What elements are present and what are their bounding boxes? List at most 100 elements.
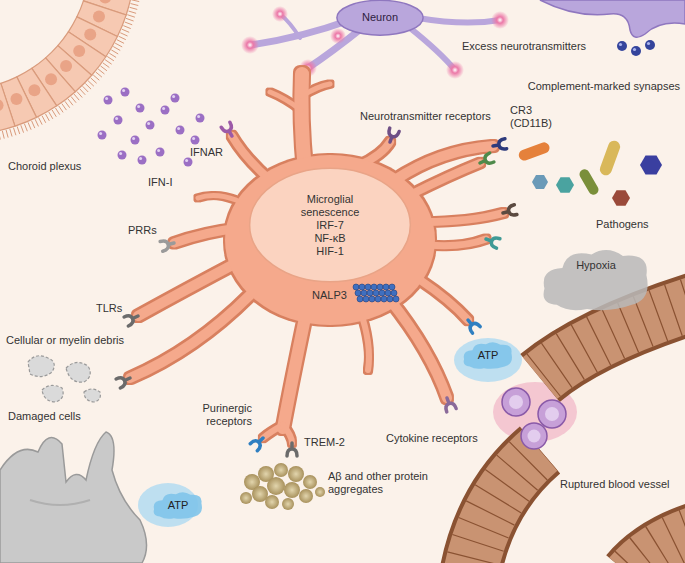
microglia-part-part (425, 213, 503, 222)
ifn-particles-part (121, 88, 130, 97)
protein-aggregates-part (288, 466, 304, 482)
pathogens-part (556, 177, 574, 193)
atp-cloud-fill (154, 492, 202, 519)
label-text: Cellular or myelin debris (6, 334, 124, 347)
ifn-particles-part (115, 117, 118, 120)
nalp3-complex-part (381, 296, 387, 302)
ifn-particles-part (104, 96, 113, 105)
nalp3-complex-part (371, 284, 377, 290)
debris-part (66, 362, 90, 382)
receptors-part (116, 373, 132, 388)
debris-part (84, 389, 100, 402)
ifn-particles-part (156, 148, 165, 157)
blood-cells-part (538, 400, 566, 428)
synapse-glow-part (272, 6, 288, 22)
microglia-part-part (428, 239, 486, 246)
choroid-plexus-part (2, 131, 4, 139)
blood-vessel-part (470, 450, 540, 563)
choroid-plexus-part (125, 22, 132, 25)
microglia-part-part (302, 84, 330, 96)
ifn-particles-part (157, 149, 160, 152)
damaged-cell-part (0, 432, 147, 563)
node-text: ATP (478, 349, 499, 362)
microglia-part-part (420, 280, 468, 320)
receptors-part (385, 128, 399, 144)
atp-cloud: ATP (462, 340, 514, 370)
microglia (130, 74, 503, 443)
ifn-particles-part (185, 159, 188, 162)
dendrite-part (647, 42, 650, 45)
nalp3-complex-part (365, 284, 371, 290)
label-text: Damaged cells (8, 410, 81, 423)
ifn-particles-part (172, 95, 175, 98)
choroid-plexus-part (93, 10, 105, 22)
ifn-particles (98, 88, 205, 167)
node-text-group: Microglial senescenceIRF-7NF-κBHIF-1 (282, 193, 378, 258)
ifn-particles-part (131, 136, 140, 145)
choroid-plexus-part (126, 18, 134, 21)
receptors-part (124, 311, 140, 326)
node-text: ATP (168, 499, 189, 512)
ifn-particles-part (118, 151, 127, 160)
choroid-plexus-part (113, 47, 120, 51)
synapse-glow-part (330, 28, 346, 44)
choroid-plexus-part (28, 122, 31, 129)
nalp3-complex-part (373, 290, 379, 296)
label-text: Excess neurotransmitters (462, 40, 586, 53)
hypoxia-cloud: Hypoxia (540, 245, 652, 313)
choroid-plexus-part (10, 93, 22, 105)
pathogens-part (598, 139, 622, 177)
choroid-plexus-part (103, 63, 109, 68)
choroid-plexus-part (123, 26, 130, 29)
ifn-particles-part (139, 157, 142, 160)
receptors (116, 122, 517, 456)
choroid-plexus-part (73, 45, 85, 57)
label-text: Pathogens (596, 218, 649, 231)
choroid-plexus-part (99, 0, 111, 4)
receptors-part (502, 205, 517, 218)
blood-vessel-part (630, 530, 685, 563)
choroid-plexus-part (45, 73, 57, 85)
ifn-particles-part (105, 97, 108, 100)
choroid-plexus-part (117, 40, 124, 44)
protein-aggregates-part (303, 475, 317, 489)
choroid-plexus-part (130, 7, 138, 9)
protein-aggregates-part (282, 498, 294, 510)
protein-aggregates-part (265, 495, 279, 509)
pathogens-part (612, 190, 630, 206)
choroid-plexus-part (105, 60, 112, 65)
ifn-particles-part (138, 156, 147, 165)
neuron-body-fill (337, 0, 423, 35)
ifn-particles-part (161, 106, 170, 115)
pathogens (517, 139, 662, 206)
choroid-plexus-part (115, 43, 122, 47)
receptors-part (250, 434, 266, 450)
nalp3-complex-part (367, 290, 373, 296)
nalp3-complex-part (363, 296, 369, 302)
blood-cells-part (509, 395, 523, 409)
debris (28, 356, 100, 402)
microglia-part-part (263, 425, 283, 438)
blood-vessel-part (470, 450, 540, 563)
label-text: Aβ and other protein aggregates (328, 470, 432, 496)
ifn-particles-part (146, 121, 155, 130)
node-text-group: ATP (168, 499, 189, 512)
microglia-part-part (232, 136, 270, 180)
label-text: IFNAR (190, 146, 223, 159)
nalp3-complex-part (361, 290, 367, 296)
choroid-plexus (0, 0, 144, 144)
protein-aggregates-part (267, 477, 285, 495)
atp-cloud-fill (464, 342, 512, 369)
blood-cells-part (528, 430, 541, 443)
microglia-nucleus: Microglial senescenceIRF-7NF-κBHIF-1 (248, 167, 412, 283)
neuron-dendrites-part (250, 20, 350, 45)
microglia-nucleus-fill (250, 168, 411, 282)
pathogens-part (578, 167, 601, 196)
node-text: NF-κB (282, 232, 378, 245)
choroid-plexus-part (62, 104, 67, 111)
protein-aggregates-part (315, 487, 325, 497)
microglia-part-part (301, 74, 305, 170)
microglia-part-part (283, 425, 292, 443)
